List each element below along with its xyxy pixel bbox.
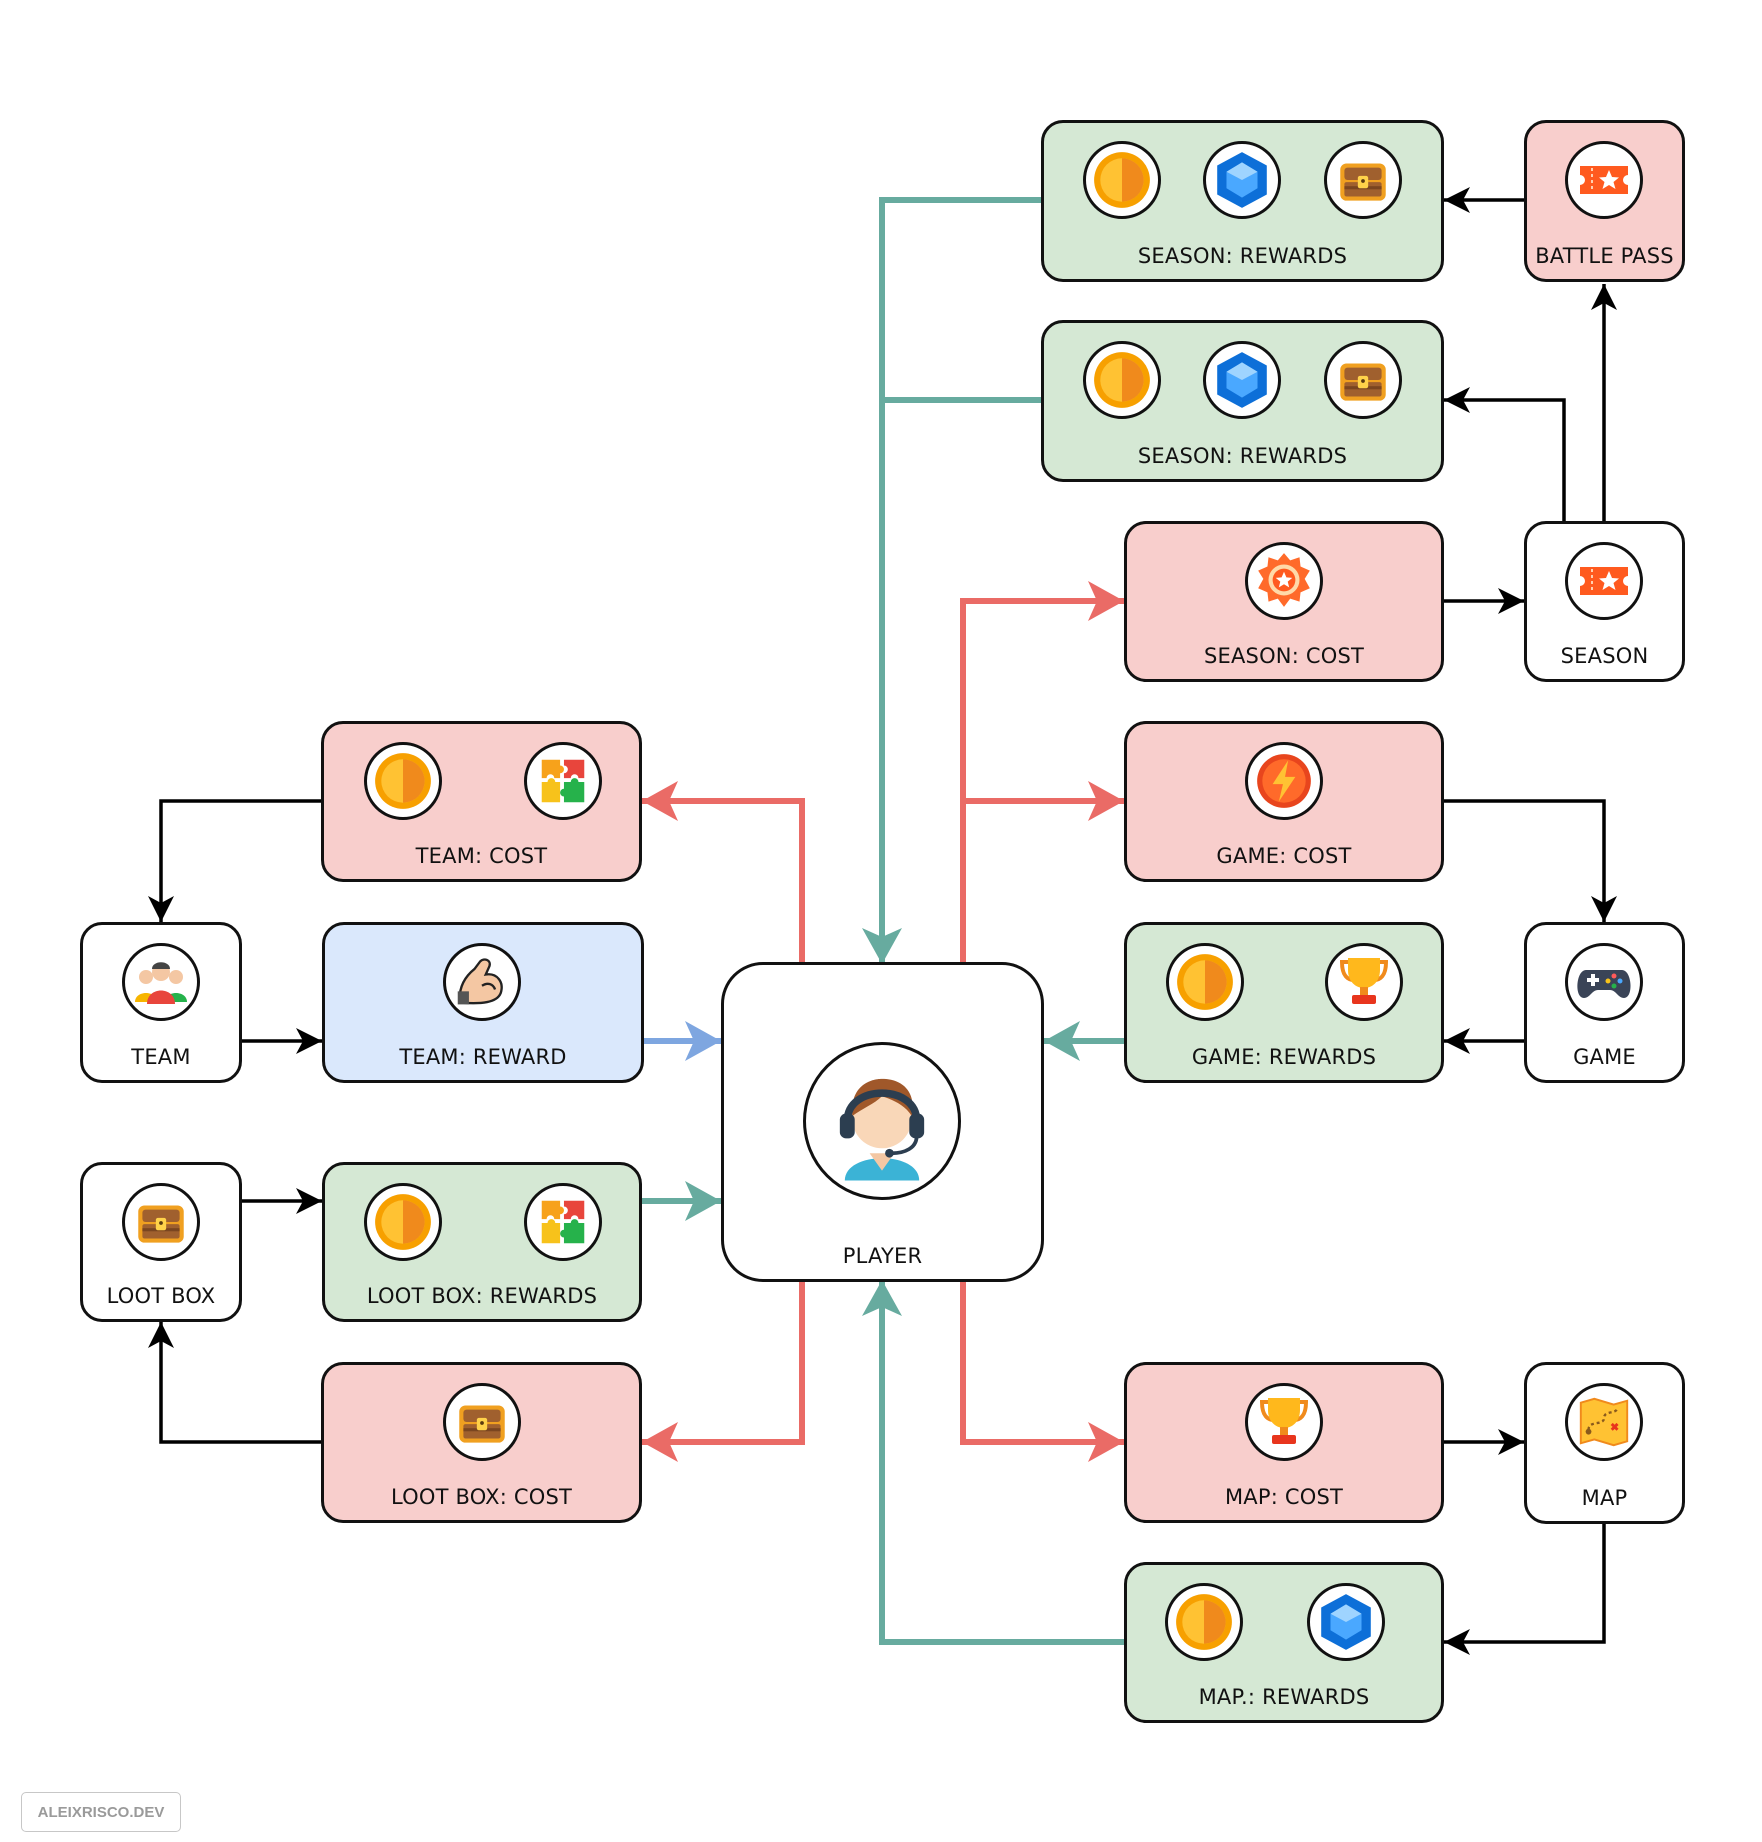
- edge-loot-box-cost-to-loot-box: [148, 1322, 321, 1444]
- node-label: LOOT BOX: COST: [390, 1485, 573, 1509]
- node-label: GAME: [1573, 1045, 1636, 1069]
- node-label: SEASON: COST: [1203, 644, 1365, 668]
- star-badge-icon: [1245, 542, 1323, 620]
- node-loot-box-rewards[interactable]: LOOT BOX: REWARDS: [322, 1162, 642, 1322]
- node-team-reward[interactable]: TEAM: REWARD: [322, 922, 644, 1083]
- node-player[interactable]: PLAYER: [721, 962, 1044, 1282]
- edge-season-rewards-top-to-player: [862, 197, 1041, 964]
- node-team-cost[interactable]: TEAM: COST: [321, 721, 642, 882]
- chest-icon: [443, 1383, 521, 1461]
- chest-icon: [122, 1183, 200, 1261]
- node-label: LOOT BOX: [106, 1284, 216, 1308]
- watermark-badge: ALEIXRISCO.DEV: [21, 1792, 181, 1832]
- edge-team-cost-to-team: [148, 799, 321, 922]
- node-map[interactable]: MAP: [1524, 1362, 1685, 1524]
- puzzle-icon: [524, 1183, 602, 1261]
- coin-icon: [1165, 1583, 1243, 1661]
- trophy-icon: [1245, 1383, 1323, 1461]
- chest-icon: [1324, 341, 1402, 419]
- muscle-icon: [443, 943, 521, 1021]
- puzzle-icon: [524, 742, 602, 820]
- edge-game-cost-to-game: [1444, 799, 1617, 922]
- trophy-icon: [1325, 943, 1403, 1021]
- edge-map-to-map-rewards: [1444, 1524, 1606, 1655]
- chest-icon: [1324, 141, 1402, 219]
- gamepad-icon: [1565, 943, 1643, 1021]
- coin-icon: [1166, 943, 1244, 1021]
- node-game[interactable]: GAME: [1524, 922, 1685, 1083]
- node-label: GAME: COST: [1216, 844, 1352, 868]
- team-icon: [122, 943, 200, 1021]
- node-label: SEASON: [1560, 644, 1649, 668]
- node-label: MAP: [1581, 1486, 1628, 1510]
- node-map-rewards[interactable]: MAP.: REWARDS: [1124, 1562, 1444, 1723]
- coin-icon: [1083, 341, 1161, 419]
- player-headset-icon: [803, 1042, 961, 1200]
- node-label: LOOT BOX: REWARDS: [366, 1284, 598, 1308]
- node-map-cost[interactable]: MAP: COST: [1124, 1362, 1444, 1523]
- node-loot-box-cost[interactable]: LOOT BOX: COST: [321, 1362, 642, 1523]
- node-label: BATTLE PASS: [1535, 244, 1674, 268]
- node-label: PLAYER: [842, 1244, 923, 1268]
- node-season[interactable]: SEASON: [1524, 521, 1685, 682]
- coin-icon: [1083, 141, 1161, 219]
- edge-player-to-loot-box-cost: [642, 1282, 805, 1462]
- node-game-rewards[interactable]: GAME: REWARDS: [1124, 922, 1444, 1083]
- node-label: MAP.: REWARDS: [1198, 1685, 1370, 1709]
- node-label: SEASON: REWARDS: [1137, 244, 1348, 268]
- node-season-rewards-top[interactable]: SEASON: REWARDS: [1041, 120, 1444, 282]
- ticket-icon: [1565, 141, 1643, 219]
- node-season-cost[interactable]: SEASON: COST: [1124, 521, 1444, 682]
- edge-map-rewards-to-player: [862, 1280, 1124, 1645]
- node-label: TEAM: [131, 1045, 191, 1069]
- ticket-icon: [1565, 542, 1643, 620]
- coin-icon: [364, 742, 442, 820]
- node-label: TEAM: REWARD: [399, 1045, 567, 1069]
- gem-icon: [1307, 1583, 1385, 1661]
- energy-icon: [1245, 742, 1323, 820]
- node-game-cost[interactable]: GAME: COST: [1124, 721, 1444, 882]
- edge-player-to-map-cost: [960, 1282, 1124, 1462]
- edge-season-to-season-rewards-second: [1444, 387, 1566, 521]
- node-label: GAME: REWARDS: [1191, 1045, 1377, 1069]
- node-label: TEAM: COST: [415, 844, 548, 868]
- gem-icon: [1203, 141, 1281, 219]
- node-battle-pass[interactable]: BATTLE PASS: [1524, 120, 1685, 282]
- node-loot-box[interactable]: LOOT BOX: [80, 1162, 242, 1322]
- node-label: MAP: COST: [1224, 1485, 1344, 1509]
- edge-player-to-team-cost: [642, 781, 805, 962]
- node-team[interactable]: TEAM: [80, 922, 242, 1083]
- coin-icon: [364, 1183, 442, 1261]
- edge-player-to-season-cost: [960, 581, 1124, 962]
- node-label: SEASON: REWARDS: [1137, 444, 1348, 468]
- node-season-rewards-second[interactable]: SEASON: REWARDS: [1041, 320, 1444, 482]
- gem-icon: [1203, 341, 1281, 419]
- map-icon: [1565, 1383, 1643, 1461]
